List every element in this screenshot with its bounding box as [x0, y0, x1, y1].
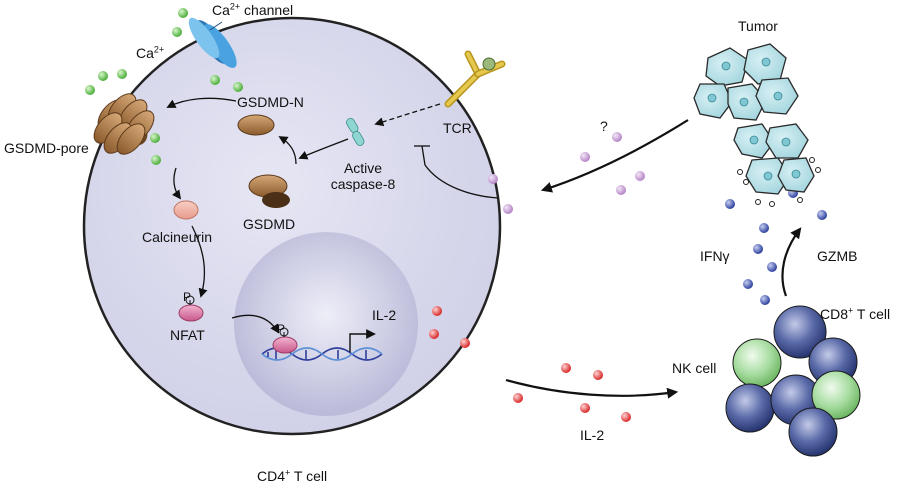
- il2-molecule: [432, 306, 442, 316]
- il2-molecules: [429, 306, 631, 422]
- cd8-t-cell: [788, 407, 838, 457]
- tumor-signal-molecules: [488, 132, 645, 214]
- gsdmd-n-label: GSDMD-N: [237, 94, 304, 110]
- cytotoxic-molecule: [753, 244, 763, 254]
- gzmb-label: GZMB: [817, 248, 858, 264]
- arrow-gsdmd-to-gsdmd-n: [278, 136, 297, 165]
- gsdmd-pore-icon: [93, 93, 155, 155]
- cd4-t-cell-label: CD4+ T cell: [257, 467, 328, 484]
- gsdmd-n-icon: [237, 114, 275, 136]
- calcium-ion: [178, 8, 188, 18]
- cytotoxic-molecules: [725, 188, 827, 305]
- tumor-signal-molecule: [503, 204, 513, 214]
- arrow-tumor-to-cd4: [540, 119, 689, 193]
- nfat-label: NFAT: [170, 327, 205, 343]
- arrow-gsdmd-n-to-pore: [166, 97, 237, 108]
- calcineurin-label: Calcineurin: [142, 229, 213, 245]
- inhibition-tumor-to-caspase8: [421, 145, 499, 199]
- tcr-icon: [444, 50, 506, 108]
- cytotoxic-molecule: [743, 279, 753, 289]
- ca-ion-label: Ca2+: [136, 44, 165, 61]
- arrow-cd8-to-tumor: [781, 227, 802, 297]
- immune-cell-cluster: [725, 305, 861, 457]
- ifng-label: IFNγ: [700, 248, 730, 264]
- cytotoxic-molecule: [760, 295, 770, 305]
- tumor-signal-molecule: [635, 171, 645, 181]
- ca-channel-label: Ca2+ channel: [212, 1, 294, 18]
- nfat-nuclear-icon: [272, 327, 298, 354]
- nk-cell: [811, 370, 861, 420]
- cytotoxic-molecule: [725, 199, 735, 209]
- gsdmd-label: GSDMD: [243, 216, 296, 232]
- calcium-ion: [172, 27, 182, 37]
- cytotoxic-molecule: [817, 210, 827, 220]
- il2-molecule: [593, 370, 603, 380]
- tumor-signal-molecule: [488, 174, 498, 184]
- il2-molecule: [561, 363, 571, 373]
- nk-cell: [732, 338, 782, 388]
- il2-molecule: [621, 412, 631, 422]
- phospho-label-cytoplasmic: P: [183, 290, 192, 304]
- calcium-ions: [85, 8, 243, 165]
- tcr-label: TCR: [443, 120, 472, 136]
- il2-molecule: [513, 393, 523, 403]
- arrow-calcineurin-to-nfat: [191, 225, 208, 298]
- arrow-calcium-to-calcineurin: [171, 167, 182, 200]
- gsdmd-pore-label: GSDMD-pore: [4, 140, 89, 156]
- cytotoxic-molecule: [767, 262, 777, 272]
- il2-molecule: [460, 338, 470, 348]
- calcium-ion: [85, 85, 95, 95]
- calcium-ion: [151, 155, 161, 165]
- cd8-t-cell-label: CD8+ T cell: [820, 305, 891, 322]
- calcium-ion: [233, 82, 243, 92]
- gsdmd-icon: [248, 174, 290, 208]
- calcium-ion: [117, 69, 127, 79]
- calcium-ion: [98, 71, 108, 81]
- calcineurin-icon: [173, 200, 199, 220]
- il2-molecule: [580, 403, 590, 413]
- nucleus: [234, 232, 418, 416]
- ca-channel-icon: [188, 17, 237, 68]
- tumor-signal-molecule: [612, 132, 622, 142]
- tumor-signal-molecule: [580, 152, 590, 162]
- active-caspase-8-icon: [346, 118, 365, 146]
- il2-secreted-label: IL-2: [580, 427, 605, 443]
- arrow-nfat-to-nucleus: [231, 314, 279, 334]
- cd8-t-cell: [773, 305, 827, 359]
- tumor-label: Tumor: [738, 18, 778, 34]
- arrow-il2-to-nk: [505, 378, 679, 399]
- il2-gene-label: IL-2: [372, 307, 397, 323]
- il2-molecule: [429, 329, 439, 339]
- phospho-label-nuclear: P: [277, 322, 286, 336]
- unknown-signal-label: ?: [600, 118, 608, 134]
- calcium-ion: [150, 133, 160, 143]
- nfat-cytoplasmic-icon: [178, 295, 204, 322]
- arrow-caspase8-to-gsdmd: [298, 138, 349, 160]
- tumor-signal-molecule: [616, 185, 626, 195]
- cd8-t-cell: [725, 383, 775, 433]
- pathway-arrows: [166, 97, 499, 334]
- transcription-start-arrow: [349, 329, 376, 352]
- arrow-tcr-to-caspase8: [374, 103, 441, 127]
- cytotoxic-molecule: [759, 223, 769, 233]
- tumor-cell-cluster: [693, 43, 821, 207]
- calcium-ion: [210, 75, 220, 85]
- nk-cell-label: NK cell: [672, 360, 717, 376]
